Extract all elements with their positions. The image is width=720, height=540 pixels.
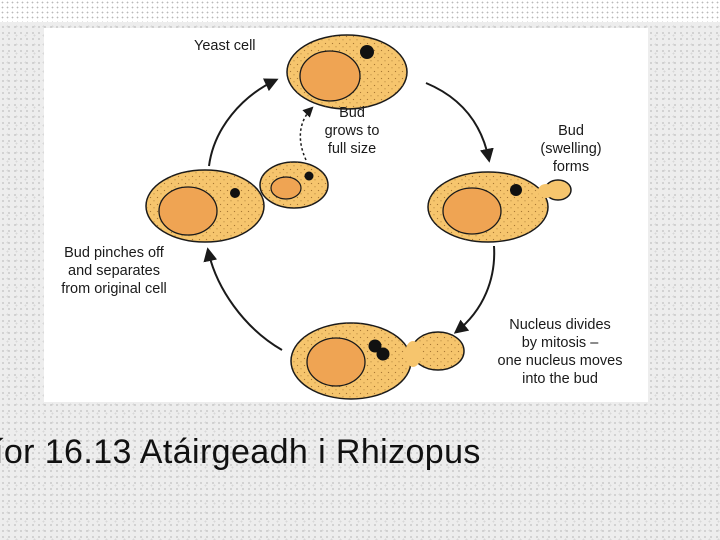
yeast-budding-cycle-diagram — [145, 34, 572, 400]
diagram-panel: Yeast cell Bud grows to full size Bud (s… — [44, 28, 648, 402]
arrow-bud-grows — [299, 106, 314, 161]
arrow-right-to-bottom — [453, 245, 496, 334]
label-yeast-cell: Yeast cell — [194, 38, 256, 54]
figure-caption: íor 16.13 Atáirgeadh i Rhizopus — [0, 433, 481, 471]
label-nucleus-divides: Nucleus divides by mitosis – one nucleus… — [497, 317, 623, 387]
yeast-cell-bud-forming — [427, 171, 572, 243]
dotted-top-band — [0, 0, 720, 22]
label-bud-grows: Bud grows to full size — [324, 105, 380, 157]
yeast-cell-nucleus-dividing — [290, 322, 465, 400]
daughter-bud-cell — [259, 161, 329, 209]
yeast-cell-bud-separating — [145, 169, 265, 243]
arrow-left-to-top — [208, 78, 279, 167]
arrow-top-to-right — [425, 82, 494, 163]
yeast-cell-top — [286, 34, 408, 110]
label-bud-forms: Bud (swelling) forms — [540, 123, 602, 175]
arrow-bottom-to-left — [203, 247, 283, 351]
label-bud-pinches-off: Bud pinches off and separates from origi… — [61, 245, 167, 297]
